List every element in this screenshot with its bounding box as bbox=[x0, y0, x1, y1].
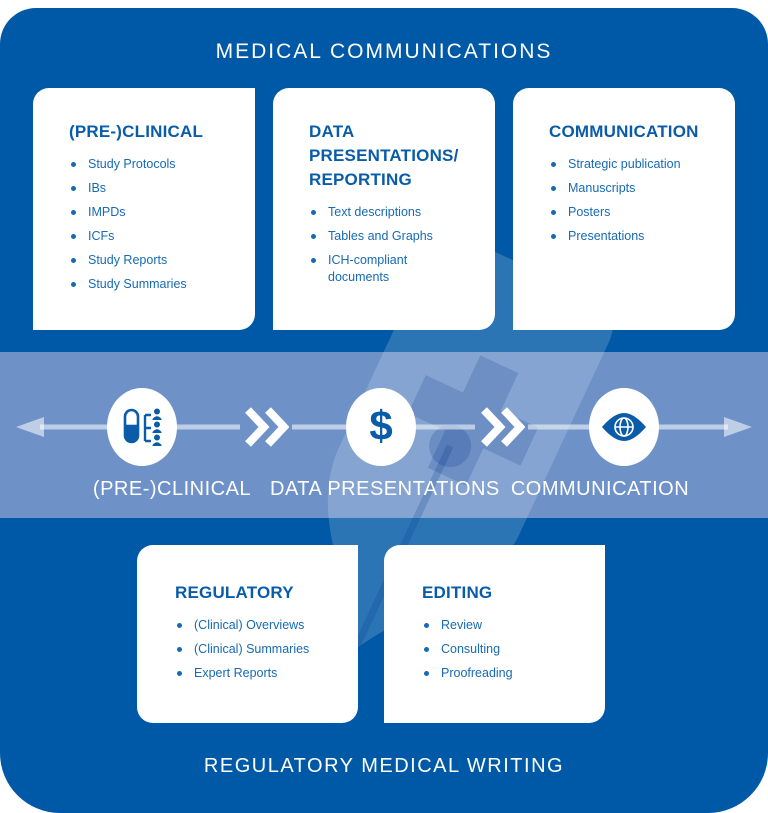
card-heading: (PRE-)CLINICAL bbox=[69, 122, 204, 141]
bullet-dot-icon bbox=[551, 234, 556, 239]
card-item-text: Proofreading bbox=[441, 666, 513, 680]
card-item: Manuscripts bbox=[549, 180, 719, 197]
card-item-text: Tables and Graphs bbox=[328, 229, 433, 243]
card-heading: REGULATORY bbox=[175, 583, 294, 602]
card-item-list: Review Consulting Proofreading bbox=[422, 617, 591, 682]
card-regulatory: REGULATORY (Clinical) Overviews (Clinica… bbox=[137, 545, 358, 723]
card-item-text: Study Protocols bbox=[88, 157, 176, 171]
card-item-text: IBs bbox=[88, 181, 107, 195]
card-item-text: Consulting bbox=[441, 642, 501, 656]
bullet-dot-icon bbox=[311, 234, 316, 239]
dollar-sign-icon: $ bbox=[369, 402, 393, 449]
card-item-text: Presentations bbox=[568, 229, 645, 243]
bullet-dot-icon bbox=[424, 623, 429, 628]
card-item: Study Protocols bbox=[69, 156, 239, 173]
card-item: ICH-compliant documents bbox=[309, 252, 479, 286]
band-label-communication: COMMUNICATION bbox=[510, 478, 690, 500]
bullet-dot-icon bbox=[424, 647, 429, 652]
bullet-dot-icon bbox=[71, 282, 76, 287]
card-item-text: Study Summaries bbox=[88, 277, 187, 291]
bullet-dot-icon bbox=[311, 258, 316, 263]
bullet-dot-icon bbox=[71, 258, 76, 263]
card-item-text: IMPDs bbox=[88, 205, 126, 219]
card-item-text: (Clinical) Overviews bbox=[194, 618, 305, 632]
card-item: Text descriptions bbox=[309, 204, 479, 221]
card-item-text: Strategic publication bbox=[568, 157, 681, 171]
top-cards-row: (PRE-)CLINICAL Study Protocols IBs IMPDs… bbox=[33, 88, 735, 330]
card-item: Study Summaries bbox=[69, 276, 239, 293]
card-item: Strategic publication bbox=[549, 156, 719, 173]
card-data-presentations: DATA PRESENTATIONS/ REPORTING Text descr… bbox=[273, 88, 495, 330]
bottom-title: REGULATORY MEDICAL WRITING bbox=[203, 755, 565, 777]
bullet-dot-icon bbox=[551, 210, 556, 215]
card-item-text: Posters bbox=[568, 205, 611, 219]
bullet-dot-icon bbox=[177, 623, 182, 628]
band-label-data-presentations: DATA PRESENTATIONS bbox=[270, 478, 500, 500]
card-item-text: ICFs bbox=[88, 229, 115, 243]
card-item: Study Reports bbox=[69, 252, 239, 269]
bullet-dot-icon bbox=[71, 210, 76, 215]
band-label-preclinical: (PRE-)CLINICAL bbox=[92, 478, 252, 500]
card-item-text: Text descriptions bbox=[328, 205, 422, 219]
card-item-text: Expert Reports bbox=[194, 666, 278, 680]
card-item-text: Study Reports bbox=[88, 253, 168, 267]
card-item-list: Strategic publication Manuscripts Poster… bbox=[549, 156, 719, 245]
step-circle-data-presentations: $ bbox=[346, 388, 416, 466]
card-item-text: ICH-compliant documents bbox=[328, 253, 408, 284]
card-item: Expert Reports bbox=[175, 665, 344, 682]
card-editing: EDITING Review Consulting Proofreading bbox=[384, 545, 605, 723]
clinical-study-icon bbox=[123, 408, 162, 446]
card-item: Tables and Graphs bbox=[309, 228, 479, 245]
arrow-right-icon bbox=[724, 417, 752, 437]
step-circle-communication bbox=[589, 388, 659, 466]
step-circle-preclinical bbox=[107, 388, 177, 466]
card-item: Posters bbox=[549, 204, 719, 221]
bullet-dot-icon bbox=[71, 186, 76, 191]
card-item: IBs bbox=[69, 180, 239, 197]
top-title: MEDICAL COMMUNICATIONS bbox=[215, 40, 553, 63]
arrow-left-icon bbox=[16, 417, 44, 437]
card-item-list: (Clinical) Overviews (Clinical) Summarie… bbox=[175, 617, 344, 682]
card-item: ICFs bbox=[69, 228, 239, 245]
card-item: Review bbox=[422, 617, 591, 634]
card-communication: COMMUNICATION Strategic publication Manu… bbox=[513, 88, 735, 330]
card-heading: COMMUNICATION bbox=[549, 122, 699, 141]
bottom-cards-row: REGULATORY (Clinical) Overviews (Clinica… bbox=[137, 545, 605, 723]
bullet-dot-icon bbox=[551, 162, 556, 167]
eye-icon bbox=[602, 413, 646, 441]
bullet-dot-icon bbox=[71, 162, 76, 167]
card-heading: DATA PRESENTATIONS/ REPORTING bbox=[309, 122, 459, 189]
card-item-text: Review bbox=[441, 618, 482, 632]
card-item: IMPDs bbox=[69, 204, 239, 221]
bullet-dot-icon bbox=[311, 210, 316, 215]
card-item: Proofreading bbox=[422, 665, 591, 682]
card-heading: EDITING bbox=[422, 583, 493, 602]
card-item-text: (Clinical) Summaries bbox=[194, 642, 310, 656]
card-item: (Clinical) Summaries bbox=[175, 641, 344, 658]
bullet-dot-icon bbox=[551, 186, 556, 191]
card-item: Consulting bbox=[422, 641, 591, 658]
bullet-dot-icon bbox=[71, 234, 76, 239]
double-chevron-icon bbox=[481, 407, 525, 447]
bullet-dot-icon bbox=[177, 647, 182, 652]
card-preclinical: (PRE-)CLINICAL Study Protocols IBs IMPDs… bbox=[33, 88, 255, 330]
double-chevron-icon bbox=[245, 407, 289, 447]
card-item-text: Manuscripts bbox=[568, 181, 636, 195]
card-item-list: Study Protocols IBs IMPDs ICFs Study Rep… bbox=[69, 156, 239, 293]
card-item: (Clinical) Overviews bbox=[175, 617, 344, 634]
card-item-list: Text descriptions Tables and Graphs ICH-… bbox=[309, 204, 479, 286]
bullet-dot-icon bbox=[177, 671, 182, 676]
bullet-dot-icon bbox=[424, 671, 429, 676]
card-item: Presentations bbox=[549, 228, 719, 245]
